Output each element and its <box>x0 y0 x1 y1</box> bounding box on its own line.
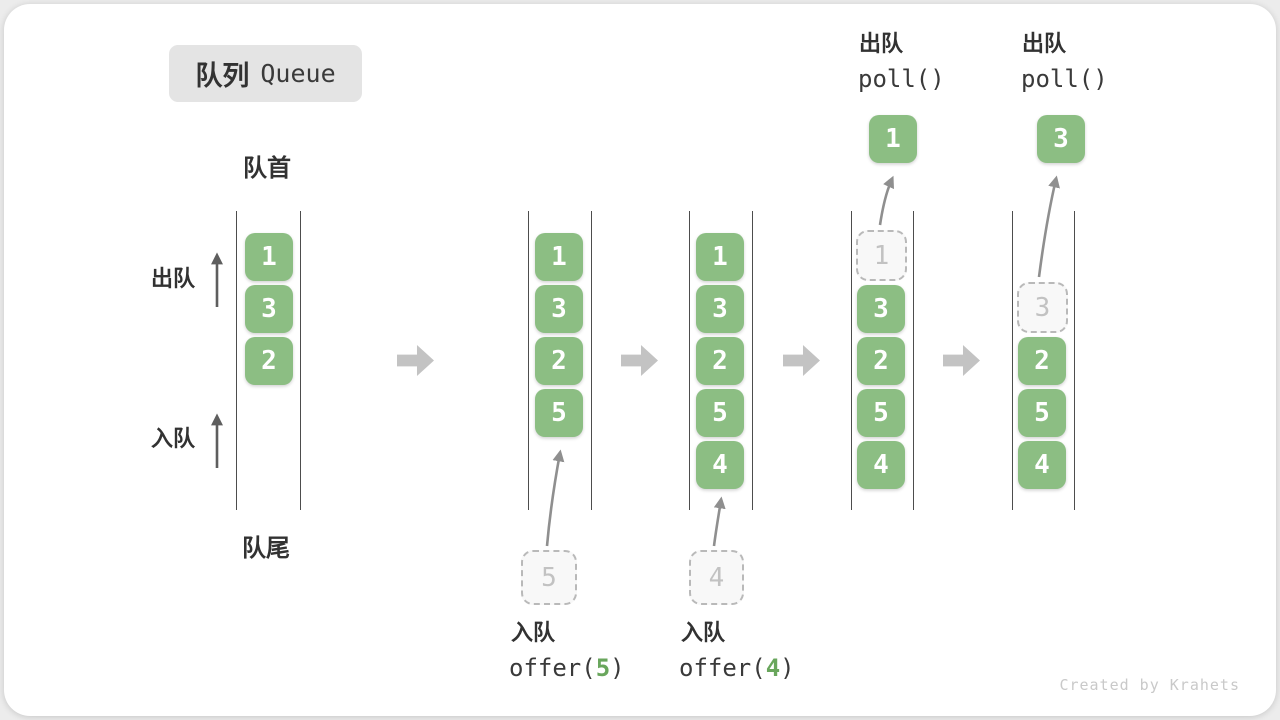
enqueue-side-label: 入队 <box>151 426 196 451</box>
queue-cell: 2 <box>857 337 905 385</box>
dequeue-op-label-zh: 出队 <box>1022 31 1067 56</box>
enqueue-op-code: offer(5) <box>509 656 625 680</box>
queue-channel-1 <box>236 211 301 510</box>
queue-cell: 1 <box>696 233 744 281</box>
dequeue-op-code: poll() <box>858 65 945 93</box>
queue-cell: 2 <box>245 337 293 385</box>
dequeue-op-label-zh: 出队 <box>859 31 904 56</box>
dequeued-cell: 1 <box>869 115 917 163</box>
queue-rear-label: 队尾 <box>242 535 290 562</box>
dequeue-op-code: poll() <box>1021 65 1108 93</box>
code-text-part: offer( <box>679 654 766 682</box>
code-arg-part: 4 <box>765 654 781 682</box>
title-badge: 队列 Queue <box>169 45 362 102</box>
pending-enqueue-cell: 5 <box>521 550 577 605</box>
code-arg-part: 5 <box>595 654 611 682</box>
queue-cell: 5 <box>696 389 744 437</box>
queue-cell: 2 <box>535 337 583 385</box>
queue-cell: 4 <box>1018 441 1066 489</box>
queue-cell: 5 <box>857 389 905 437</box>
queue-cell: 2 <box>696 337 744 385</box>
enqueue-op-code: offer(4) <box>679 656 795 680</box>
queue-cell: 3 <box>245 285 293 333</box>
title-zh: 队列 <box>195 61 250 91</box>
watermark: Created by Krahets <box>1059 676 1240 694</box>
queue-cell: 1 <box>245 233 293 281</box>
ghost-dequeued-slot: 1 <box>856 230 907 281</box>
queue-cell: 2 <box>1018 337 1066 385</box>
enqueue-op-label-zh: 入队 <box>511 620 556 645</box>
queue-cell: 4 <box>696 441 744 489</box>
pending-enqueue-cell: 4 <box>689 550 744 605</box>
queue-cell: 1 <box>535 233 583 281</box>
queue-cell: 3 <box>696 285 744 333</box>
queue-channel-4 <box>851 211 914 510</box>
queue-channel-2 <box>528 211 592 510</box>
dequeue-side-label: 出队 <box>151 266 196 291</box>
queue-cell: 5 <box>535 389 583 437</box>
code-text-part: ) <box>610 654 625 682</box>
queue-cell: 3 <box>535 285 583 333</box>
title-en: Queue <box>260 59 336 88</box>
queue-cell: 5 <box>1018 389 1066 437</box>
enqueue-op-label-zh: 入队 <box>681 620 726 645</box>
code-text-part: offer( <box>509 654 596 682</box>
queue-cell: 3 <box>857 285 905 333</box>
dequeued-cell: 3 <box>1037 115 1085 163</box>
queue-channel-5 <box>1012 211 1075 510</box>
queue-front-label: 队首 <box>243 155 291 182</box>
code-text-part: ) <box>780 654 795 682</box>
queue-cell: 4 <box>857 441 905 489</box>
ghost-dequeued-slot: 3 <box>1017 282 1068 333</box>
queue-channel-3 <box>689 211 753 510</box>
